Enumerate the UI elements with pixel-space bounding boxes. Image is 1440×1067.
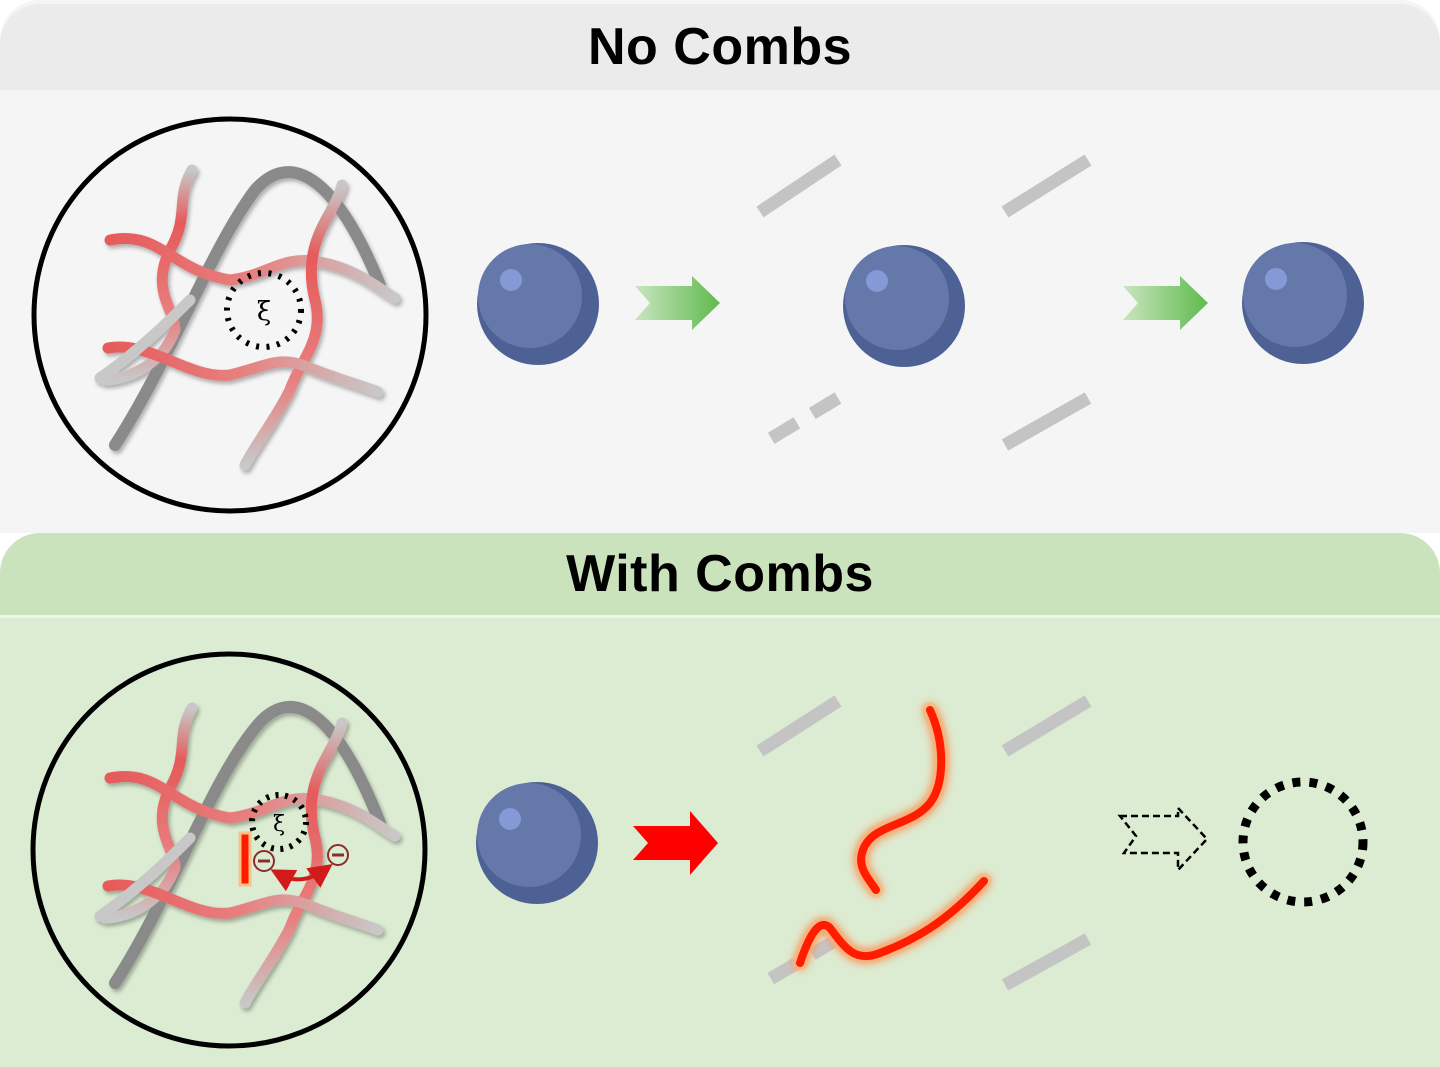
mesh-size-symbol: ξ <box>273 812 285 837</box>
negative-charge-right <box>327 844 349 866</box>
polymer-network-magnifier: ξ <box>31 116 429 514</box>
strand-left-vertical <box>99 164 198 386</box>
cube-edge-diag-tl <box>756 154 842 218</box>
mesh-size-symbol: ξ <box>257 297 271 327</box>
strand-light-diagonal <box>94 832 196 922</box>
cube-edge-diag-br <box>1001 392 1092 451</box>
strand-upper-horizontal <box>104 233 401 304</box>
nanoparticle-before <box>476 782 598 904</box>
blocked-arrow-icon <box>633 811 718 875</box>
mesh-pore-circle <box>224 270 304 350</box>
cube-edge-diag-tr <box>1001 695 1092 757</box>
with-combs-panel: With Combs <box>0 533 1440 1067</box>
mesh-pore-circle <box>249 792 309 852</box>
comb-polymers-in-cube <box>792 702 992 971</box>
strand-lower-horizontal <box>102 879 384 936</box>
no-combs-panel: No Combs <box>0 0 1440 533</box>
strand-upper-horizontal <box>104 771 401 842</box>
strand-left-vertical <box>99 702 198 924</box>
cube-edge-diag-tl <box>756 695 842 757</box>
network-cube-with-combs <box>750 694 1095 992</box>
nanoparticle-after <box>1242 242 1364 364</box>
strand-right-vertical <box>239 179 348 471</box>
nanoparticle-inside-cube <box>843 245 965 367</box>
panel-title-with-combs: With Combs <box>0 533 1440 618</box>
with-combs-scene: ξ <box>30 651 1368 1049</box>
cube-edge-diag-tr <box>1001 154 1092 218</box>
comb-polymer <box>238 831 252 887</box>
network-cube <box>750 153 1095 452</box>
polymer-strands <box>94 700 401 1009</box>
polymer-strands <box>94 164 401 471</box>
pass-arrow-icon <box>635 276 720 330</box>
strand-light-diagonal <box>94 294 196 384</box>
magnifier-circle <box>31 116 429 514</box>
polymer-network-magnifier-combs: ξ <box>30 651 428 1049</box>
cube-edge-diag-br <box>1001 933 1092 991</box>
panel-title-no-combs: No Combs <box>0 4 1440 90</box>
cube-edge-back-diagonal <box>756 933 842 991</box>
blocked-outcome-arrow-icon <box>1117 804 1209 874</box>
negative-charge-left <box>253 850 275 872</box>
missing-particle-outline <box>1238 777 1368 907</box>
no-combs-scene: ξ <box>31 116 1364 514</box>
pass-arrow-icon <box>1123 276 1208 330</box>
strand-lower-horizontal <box>102 341 384 398</box>
repulsion-arrow-icon <box>270 863 333 892</box>
comb-chain-upper <box>857 706 946 894</box>
cube-edge-back-diagonal <box>756 392 842 451</box>
nanoparticle-before <box>477 243 599 365</box>
magnifier-circle <box>30 651 428 1049</box>
comb-chain-lower <box>796 877 988 967</box>
